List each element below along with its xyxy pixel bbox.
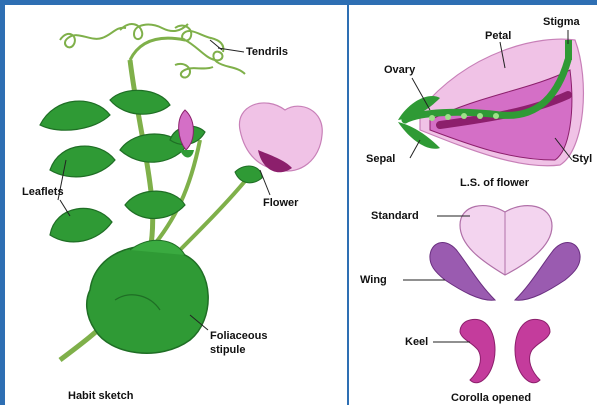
branch-stem [170, 175, 250, 260]
label-habit-sketch: Habit sketch [68, 390, 133, 403]
label-leaflets: Leaflets [22, 186, 64, 199]
label-keel: Keel [405, 336, 428, 349]
upper-stem [130, 38, 185, 60]
label-ovary: Ovary [384, 64, 415, 77]
label-stigma: Stigma [543, 16, 580, 29]
label-style: Styl [572, 153, 592, 166]
label-flower: Flower [263, 197, 298, 210]
tendril [60, 28, 126, 48]
tendril [175, 64, 213, 78]
label-wing: Wing [360, 274, 387, 287]
leaflet [110, 90, 170, 114]
foliaceous-stipule-shape [87, 240, 208, 353]
panel-divider [347, 5, 349, 405]
label-sepal: Sepal [366, 153, 395, 166]
label-stipule: stipule [210, 344, 245, 357]
ls-of-flower-illustration [398, 30, 583, 166]
keel-petal-left [460, 319, 495, 382]
leaflet [50, 208, 112, 241]
habit-sketch-illustration [40, 24, 322, 360]
standard-petal [460, 206, 552, 275]
keel-petal-right [515, 319, 550, 382]
label-corolla-opened: Corolla opened [451, 392, 531, 405]
leaflet [40, 101, 110, 130]
leaflet [50, 146, 115, 177]
bud-calyx [180, 150, 194, 158]
label-tendrils: Tendrils [246, 46, 288, 59]
pea-flower [235, 103, 322, 183]
label-ls-of-flower: L.S. of flower [460, 177, 529, 190]
corolla-opened-illustration [403, 206, 580, 383]
tendrils [60, 24, 245, 78]
label-petal: Petal [485, 30, 511, 43]
label-standard: Standard [371, 210, 419, 223]
label-foliaceous: Foliaceous [210, 330, 267, 343]
